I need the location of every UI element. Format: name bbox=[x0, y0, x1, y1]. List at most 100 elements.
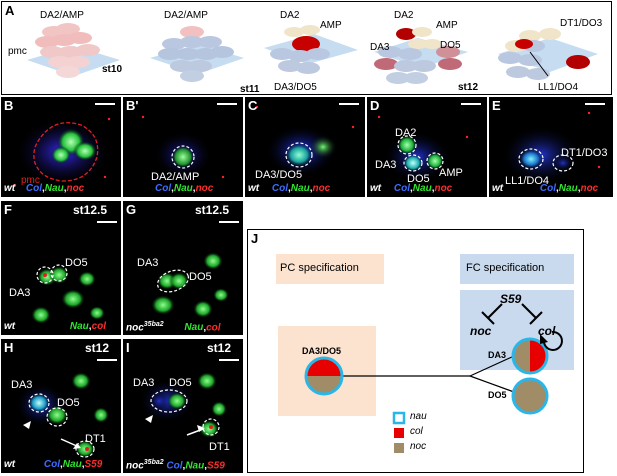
s11a-label: DA2/AMP bbox=[164, 10, 208, 21]
scale-bar-f bbox=[97, 221, 117, 223]
i-stage: st12 bbox=[207, 341, 232, 355]
panel-letter-a: A bbox=[5, 3, 15, 18]
panel-letter-b: B bbox=[4, 98, 14, 113]
e-dt1: DT1/DO3 bbox=[561, 147, 608, 159]
genotype-caption-h: wt Col,Nau,S59 bbox=[4, 459, 103, 470]
scale-bar-i bbox=[219, 359, 239, 361]
s12b-ll1: LL1/DO4 bbox=[538, 82, 579, 93]
genotype-caption-e: wt Col,Nau,noc bbox=[492, 183, 599, 194]
g-da3: DA3 bbox=[137, 257, 159, 269]
bp-label: DA2/AMP bbox=[151, 171, 200, 183]
panel-c-image bbox=[255, 105, 355, 177]
s12a-do5: DO5 bbox=[440, 40, 461, 51]
panel-a-drawing bbox=[27, 23, 598, 84]
pc-spec-label: PC specification bbox=[280, 262, 359, 274]
d-amp: AMP bbox=[439, 167, 463, 179]
s12a-amp: AMP bbox=[436, 20, 458, 31]
panel-bp-image bbox=[141, 115, 225, 179]
d-da3: DA3 bbox=[375, 159, 397, 171]
genotype-caption-b: wt Col,Nau,noc bbox=[4, 183, 85, 194]
panel-letter-g: G bbox=[126, 202, 137, 217]
panel-d: D DA2 DA3 DO5 AMP wt Col,Nau,noc bbox=[367, 97, 487, 197]
stage-label-st12: st12 bbox=[458, 82, 479, 93]
legend-label-nau: nau bbox=[410, 411, 427, 422]
panel-b-prime: B' DA2/AMP Col,Nau,noc bbox=[123, 97, 243, 197]
panel-g-image bbox=[151, 252, 229, 318]
panel-letter-c: C bbox=[248, 98, 258, 113]
autoregulation-arrowhead bbox=[540, 334, 548, 344]
legend-swatch-noc bbox=[394, 443, 404, 453]
g-stage: st12.5 bbox=[195, 203, 230, 217]
do5-label-j: DO5 bbox=[488, 390, 507, 400]
panel-a: A bbox=[1, 1, 612, 95]
scale-bar-b bbox=[95, 103, 115, 105]
legend-swatch-col bbox=[394, 428, 404, 438]
panel-letter-e: E bbox=[492, 98, 501, 113]
panel-b-image bbox=[13, 117, 111, 187]
scale-bar-c bbox=[339, 103, 359, 105]
panel-j: J bbox=[247, 229, 584, 473]
cell-cluster-2 bbox=[158, 26, 234, 82]
panel-letter-bp: B' bbox=[126, 98, 139, 113]
i-da3: DA3 bbox=[133, 377, 155, 389]
regulatory-network bbox=[481, 303, 563, 351]
panel-h-image bbox=[15, 372, 109, 458]
panel-g: G st12.5 DA3 DO5 noc35ba2 Nau,col bbox=[123, 201, 243, 335]
cell-cluster-1 bbox=[35, 23, 100, 78]
cell-do5 bbox=[511, 377, 549, 415]
stage-label-st10: st10 bbox=[102, 64, 123, 75]
panel-e: E DT1/DO3 LL1/DO4 wt Col,Nau,noc bbox=[489, 97, 613, 197]
s12b-dt1: DT1/DO3 bbox=[560, 18, 603, 29]
d-da2: DA2 bbox=[395, 127, 417, 139]
cell-da3 bbox=[511, 337, 549, 375]
noc-network-label: noc bbox=[470, 324, 492, 338]
c-label: DA3/DO5 bbox=[255, 169, 303, 181]
h-dt1: DT1 bbox=[85, 433, 106, 445]
panel-letter-d: D bbox=[370, 98, 380, 113]
d-do5: DO5 bbox=[407, 173, 430, 185]
genotype-caption-bp: Col,Nau,noc bbox=[155, 183, 214, 194]
e-ll1: LL1/DO4 bbox=[505, 175, 550, 187]
genotype-caption-i: noc35ba2 Col,Nau,S59 bbox=[126, 459, 225, 472]
panel-letter-h: H bbox=[4, 340, 14, 355]
legend-swatch-nau bbox=[392, 411, 406, 425]
f-stage: st12.5 bbox=[73, 203, 108, 217]
genotype-caption-f: wt Nau,col bbox=[4, 321, 107, 332]
s11b-amp: AMP bbox=[320, 20, 342, 31]
panel-letter-f: F bbox=[4, 202, 12, 217]
i-dt1: DT1 bbox=[209, 441, 230, 453]
pc-spec-header-box bbox=[276, 254, 384, 284]
scale-bar-h bbox=[97, 359, 117, 361]
i-do5: DO5 bbox=[169, 377, 192, 389]
s10-label: DA2/AMP bbox=[40, 10, 84, 21]
fc-spec-header-box bbox=[460, 254, 574, 284]
cell-cluster-5 bbox=[498, 28, 590, 80]
cell-cluster-4 bbox=[374, 27, 462, 84]
panel-f-image bbox=[31, 264, 105, 324]
panel-b: B pmc wt Col,Nau,noc bbox=[1, 97, 121, 197]
s12a-da3: DA3 bbox=[370, 42, 390, 53]
genotype-caption-c: wt Col,Nau,noc bbox=[248, 183, 331, 194]
h-da3: DA3 bbox=[11, 379, 33, 391]
legend-label-col: col bbox=[410, 426, 423, 437]
h-do5: DO5 bbox=[57, 397, 80, 409]
da3do5-label: DA3/DO5 bbox=[302, 346, 342, 356]
panel-e-image bbox=[501, 111, 601, 185]
da3-label-j: DA3 bbox=[488, 350, 507, 360]
h-stage: st12 bbox=[85, 341, 110, 355]
legend-label-noc: noc bbox=[410, 441, 427, 452]
panel-i: I st12 DA3 DO5 DT1 noc35ba2 Col,Nau,S59 bbox=[123, 339, 243, 473]
panel-letter-j: J bbox=[251, 231, 259, 246]
s59-label: S59 bbox=[500, 292, 522, 306]
cell-cluster-3 bbox=[270, 25, 330, 74]
col-network-label: col bbox=[538, 324, 556, 338]
s12a-da2: DA2 bbox=[394, 10, 414, 21]
stage-label-st11: st11 bbox=[240, 84, 260, 95]
panel-c: C DA3/DO5 wt Col,Nau,noc bbox=[245, 97, 365, 197]
scale-bar-g bbox=[219, 221, 239, 223]
f-do5: DO5 bbox=[65, 257, 88, 269]
panel-h: H st12 DA3 DO5 DT1 wt Col,Nau,S59 bbox=[1, 339, 121, 473]
panel-f: F st12.5 DO5 DA3 wt Nau,col bbox=[1, 201, 121, 335]
progenitor-cell-da3do5 bbox=[304, 356, 344, 396]
panel-i-image bbox=[139, 372, 227, 438]
